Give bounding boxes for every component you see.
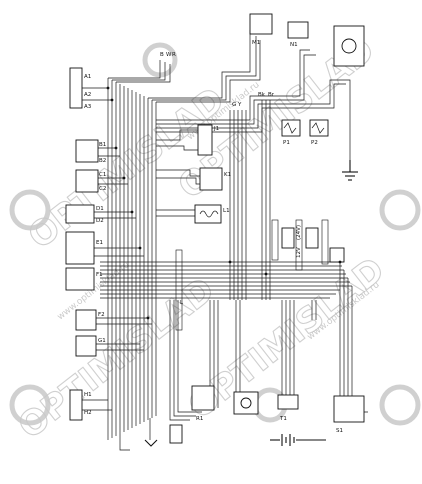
bottom-left-switch [144,439,158,447]
label-h1: H1 [84,392,92,398]
label-f2: F2 [98,312,105,318]
label-r1: R1 [196,416,203,422]
lamp-2 [309,119,329,137]
bottom-relay-1 [191,385,215,411]
label-g1: G1 [98,338,106,344]
label-p2: P2 [311,140,318,146]
label-a3: A3 [84,104,92,110]
connector-left-1 [75,139,99,163]
ignition-key-icon [341,38,357,54]
relay-right-3 [329,247,345,263]
bottom-right-connector [333,395,365,423]
label-a1: A1 [84,74,91,80]
harness-markers [175,219,329,331]
label-l1: L1 [223,208,230,214]
label-e1: E1 [96,240,103,246]
top-switch [249,13,273,35]
label-h2: H2 [84,410,92,416]
connector-left-6 [75,309,97,331]
bottom-fuse [277,394,299,410]
label-m1: M1 [252,40,260,46]
connector-left-3 [65,204,95,224]
label-b2: B2 [99,158,106,164]
label-f1: F1 [96,272,103,278]
label-wire-b: B [160,52,164,58]
label-d1: D1 [96,206,104,212]
label-c2: C2 [99,186,106,192]
connector-top-left [69,67,83,109]
label-a2: A2 [84,92,91,98]
label-s1: S1 [336,428,343,434]
label-b1: B1 [99,142,106,148]
label-wire-w: W [166,52,172,58]
relay-1 [197,124,213,156]
label-wire-g: G [232,102,236,108]
label-voltage-24v: (24V) [296,225,302,240]
relay-3 [194,204,222,224]
connector-bottom-left [69,389,83,421]
relay-2 [199,167,223,191]
watermark-brand-3: OPTIMISLAD [11,270,222,447]
relay-right-1 [281,227,295,249]
label-n1: N1 [290,42,298,48]
connector-left-7 [75,335,97,357]
label-voltage-12v: 12V [296,247,302,258]
connector-left-2 [75,169,99,193]
label-d2: D2 [96,218,104,224]
bottom-left-relay [169,424,183,444]
battery-icon [270,434,326,446]
label-k1: K1 [224,172,231,178]
label-j1: J1 [213,126,219,132]
label-c1: C1 [99,172,106,178]
connector-left-5 [65,267,95,291]
ground-icon [342,160,358,181]
label-wire-br: Br [268,92,275,98]
label-wire-bk: Bk [258,92,266,98]
components [65,13,365,447]
labels: A1 A2 A3 B1 B2 C1 C2 D1 D2 E1 F1 F2 G1 H… [84,40,343,434]
top-relay [287,21,309,39]
label-t1: T1 [279,416,287,422]
bottom-lamp-icon [240,397,252,409]
splice-dots [106,86,342,320]
connector-left-4 [65,231,95,265]
lamp-1 [281,119,301,137]
main-harness [80,30,368,451]
relay-right-2 [305,227,319,249]
label-wire-r: R [172,52,176,58]
label-wire-y: Y [237,102,242,108]
label-p1: P1 [283,140,290,146]
